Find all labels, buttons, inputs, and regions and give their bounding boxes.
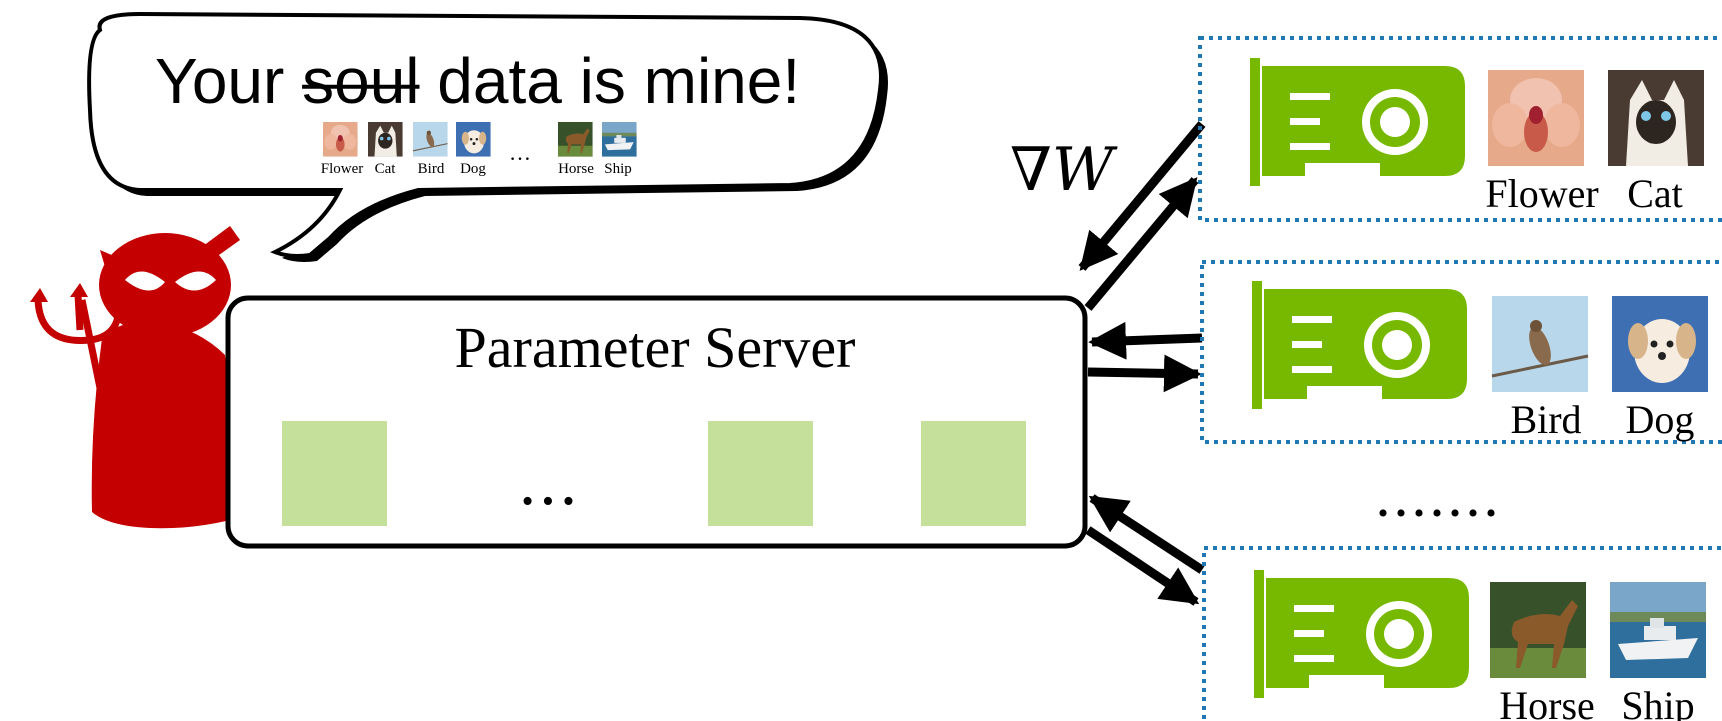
devil-icon bbox=[30, 226, 256, 529]
thumb-label: Bird bbox=[418, 161, 445, 177]
communication-arrows bbox=[1078, 121, 1206, 606]
bubble-thumbs: Flower Cat Bird Dog … Horse Ship bbox=[321, 121, 637, 177]
worker-box bbox=[1202, 546, 1722, 721]
parameter-server-title: Parameter Server bbox=[455, 315, 856, 380]
bird-image bbox=[1490, 294, 1590, 394]
worker-label: Cat bbox=[1627, 171, 1683, 216]
arrow-to-worker bbox=[1085, 526, 1200, 606]
gpu-icon bbox=[1254, 570, 1469, 698]
ship-image bbox=[1610, 582, 1706, 678]
worker-node: Bird Dog bbox=[1200, 260, 1722, 444]
thumb-horse-image bbox=[558, 122, 593, 157]
parameter-block bbox=[708, 421, 813, 526]
cat-image bbox=[1608, 70, 1704, 166]
speech-title: Your soul data is mine! bbox=[155, 45, 800, 117]
server-ellipsis: • • • bbox=[522, 483, 575, 520]
thumb-label: Flower bbox=[321, 161, 364, 177]
arrow-to-worker bbox=[1084, 177, 1199, 311]
worker-label: Flower bbox=[1485, 171, 1598, 216]
gpu-icon bbox=[1250, 58, 1465, 186]
thumb-label: Horse bbox=[558, 161, 594, 177]
arrow-to-worker bbox=[1087, 354, 1202, 393]
workers-ellipsis: • • • • • • • bbox=[1378, 497, 1497, 530]
horse-image bbox=[1490, 582, 1586, 678]
worker-label: Bird bbox=[1510, 397, 1581, 442]
worker-label: Horse bbox=[1499, 683, 1595, 721]
thumb-cat-image bbox=[368, 122, 403, 157]
worker-node: Horse Ship bbox=[1202, 546, 1722, 721]
worker-label: Ship bbox=[1621, 683, 1694, 721]
gradient-label: ∇W bbox=[1010, 135, 1118, 205]
parameter-block bbox=[282, 421, 387, 526]
arrow-to-server bbox=[1088, 321, 1203, 360]
worker-box bbox=[1200, 260, 1722, 444]
thumb-dog-image bbox=[456, 122, 491, 157]
gpu-icon bbox=[1252, 281, 1467, 409]
arrow-to-server bbox=[1078, 121, 1206, 271]
thumb-ship-image bbox=[602, 122, 637, 157]
thumb-flower-image bbox=[323, 122, 358, 157]
worker-label: Dog bbox=[1626, 397, 1695, 442]
thumb-bird-image bbox=[412, 121, 449, 158]
parameter-block bbox=[921, 421, 1026, 526]
arrow-to-server bbox=[1088, 494, 1205, 574]
flower-image bbox=[1488, 70, 1584, 166]
worker-node: Flower Cat bbox=[1198, 36, 1722, 222]
thumb-label: Ship bbox=[604, 161, 632, 177]
dog-image bbox=[1612, 296, 1708, 392]
worker-box bbox=[1198, 36, 1722, 222]
parameter-server-box bbox=[225, 295, 1088, 549]
thumb-label: Cat bbox=[375, 161, 397, 177]
thumb-label: Dog bbox=[460, 161, 486, 177]
thumb-ellipsis: … bbox=[509, 140, 531, 165]
